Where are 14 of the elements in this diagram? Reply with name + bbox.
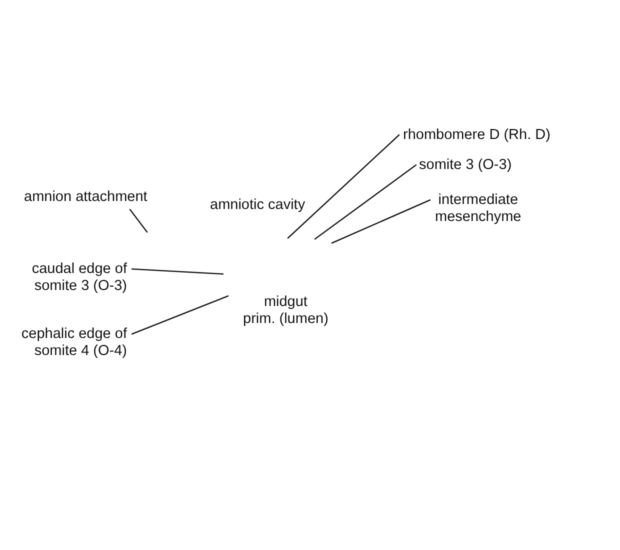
callout-label: intermediate mesenchyme [430, 192, 522, 226]
callout-label: somite 3 (O-3) [416, 156, 512, 174]
callout-label: rhombomere D (Rh. D) [399, 126, 550, 144]
leader-line [129, 208, 148, 233]
callout-label: caudal edge of somite 3 (O-3) [32, 260, 132, 294]
leader-line [287, 134, 400, 239]
region-label: amniotic cavity [210, 196, 306, 214]
leader-line [331, 199, 431, 244]
leader-line [314, 164, 417, 240]
leader-line [131, 295, 229, 335]
callout-label: amnion attachment [24, 188, 148, 210]
leader-line [131, 268, 224, 275]
callout-label: cephalic edge of somite 4 (O-4) [21, 326, 132, 360]
region-label: midgut prim. (lumen) [243, 294, 328, 328]
